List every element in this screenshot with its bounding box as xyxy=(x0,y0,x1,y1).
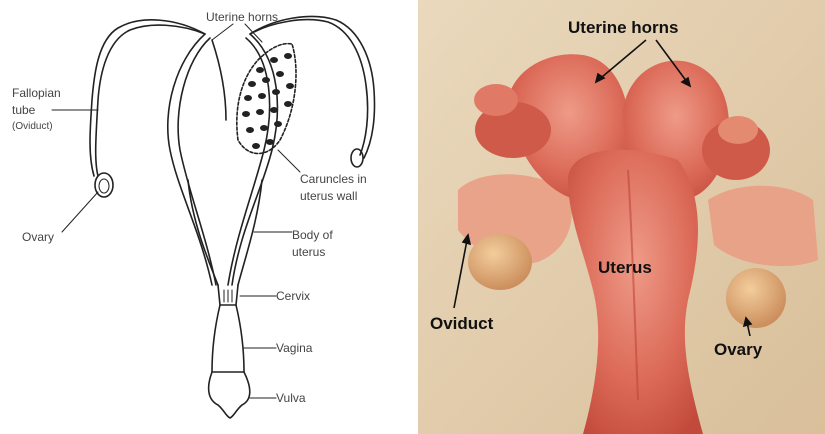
photo-label-uterus: Uterus xyxy=(598,258,652,278)
photo-label-uterine-horns: Uterine horns xyxy=(568,18,679,38)
label-fallopian-tube-line2: tube xyxy=(12,103,35,117)
label-body-line1: Body of xyxy=(292,228,333,242)
vulva-outline xyxy=(209,372,250,418)
specimen-photo-panel: Uterine horns Uterus Oviduct Ovary xyxy=(418,0,825,434)
label-cervix: Cervix xyxy=(276,289,310,303)
leader-caruncles xyxy=(278,150,300,172)
horn-septum xyxy=(212,40,226,120)
vagina-outline xyxy=(212,305,244,372)
anatomy-diagram-panel: Uterine horns Fallopian tube (Oviduct) O… xyxy=(0,0,418,434)
uterus-line-drawing xyxy=(0,0,418,434)
label-uterine-horns: Uterine horns xyxy=(206,10,278,24)
label-fallopian-tube-line3: (Oviduct) xyxy=(12,120,53,134)
label-caruncles-line2: uterus wall xyxy=(300,189,357,203)
label-body-line2: uterus xyxy=(292,245,325,259)
right-ovary-shape xyxy=(351,149,363,167)
specimen-photo xyxy=(418,0,825,434)
photo-label-ovary: Ovary xyxy=(714,340,762,360)
photo-label-oviduct: Oviduct xyxy=(430,314,493,334)
label-vulva: Vulva xyxy=(276,391,306,405)
right-ovary xyxy=(726,268,786,328)
leader-ovary xyxy=(62,192,98,232)
label-caruncles-line1: Caruncles in xyxy=(300,172,367,186)
left-horn-outer xyxy=(96,25,212,285)
label-fallopian-tube-line1: Fallopian xyxy=(12,86,61,100)
left-tube xyxy=(90,20,205,176)
left-horn-inner xyxy=(178,38,216,285)
label-vagina: Vagina xyxy=(276,341,312,355)
label-ovary: Ovary xyxy=(22,230,54,244)
left-ovary xyxy=(468,234,532,290)
